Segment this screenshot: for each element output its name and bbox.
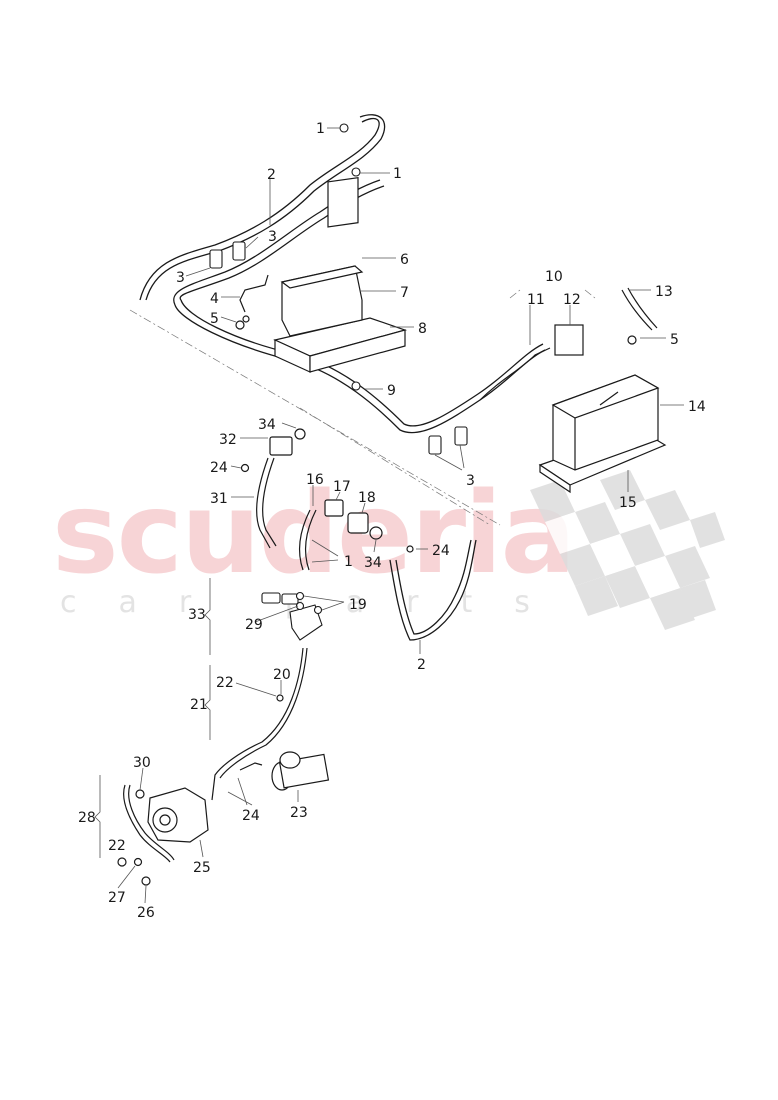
callout-22[interactable]: 22 [108,838,126,854]
callout-7[interactable]: 7 [400,285,409,301]
callout-11[interactable]: 11 [527,292,545,308]
callout-24[interactable]: 24 [210,460,228,476]
callout-30[interactable]: 30 [133,755,151,771]
callout-15[interactable]: 15 [619,495,637,511]
callout-14[interactable]: 14 [688,399,706,415]
callout-34[interactable]: 34 [258,417,276,433]
battery-assembly-right [538,374,667,494]
callout-1[interactable]: 1 [316,121,325,137]
callout-32[interactable]: 32 [219,432,237,448]
callout-3[interactable]: 3 [466,473,475,489]
ground-strap-4 [235,274,269,330]
middle-cable-cluster [240,428,414,571]
callout-5[interactable]: 5 [670,332,679,348]
callout-4[interactable]: 4 [210,291,219,307]
callout-26[interactable]: 26 [137,905,155,921]
callout-28[interactable]: 28 [78,810,96,826]
callout-31[interactable]: 31 [210,491,228,507]
callout-29[interactable]: 29 [245,617,263,633]
leader-lines [94,127,684,904]
callout-10[interactable]: 10 [545,269,563,285]
callout-24[interactable]: 24 [242,808,260,824]
ground-cable-13 [621,287,658,345]
callout-27[interactable]: 27 [108,890,126,906]
callout-34[interactable]: 34 [364,555,382,571]
callout-22[interactable]: 22 [216,675,234,691]
alternator-25 [147,787,209,843]
starter-23 [271,751,330,791]
callout-13[interactable]: 13 [655,284,673,300]
callout-23[interactable]: 23 [290,805,308,821]
cable-2-lower [389,539,477,641]
callout-21[interactable]: 21 [190,697,208,713]
cable-clips-3 [209,241,468,455]
callout-17[interactable]: 17 [333,479,351,495]
callout-12[interactable]: 12 [563,292,581,308]
distributor-33 [261,591,323,641]
callout-2[interactable]: 2 [417,657,426,673]
alternator-cable-28 [117,784,175,886]
battery-assembly-left [273,177,408,373]
starter-cable-21 [211,647,308,801]
callout-20[interactable]: 20 [273,667,291,683]
callout-3[interactable]: 3 [268,229,277,245]
callout-16[interactable]: 16 [306,472,324,488]
callout-2[interactable]: 2 [267,167,276,183]
callout-3[interactable]: 3 [176,270,185,286]
watermark-brand: scuderia [52,469,576,599]
callout-24[interactable]: 24 [432,543,450,559]
callout-1[interactable]: 1 [393,166,402,182]
callout-33[interactable]: 33 [188,607,206,623]
callout-9[interactable]: 9 [387,383,396,399]
callout-19[interactable]: 19 [349,597,367,613]
callout-18[interactable]: 18 [358,490,376,506]
checkered-flag-watermark [530,470,725,630]
callout-25[interactable]: 25 [193,860,211,876]
callout-5[interactable]: 5 [210,311,219,327]
callout-6[interactable]: 6 [400,252,409,268]
callout-8[interactable]: 8 [418,321,427,337]
reference-lines [129,289,596,526]
nuts-1 [339,123,361,391]
cable-11-terminal-12 [479,324,584,401]
callout-1[interactable]: 1 [344,554,353,570]
